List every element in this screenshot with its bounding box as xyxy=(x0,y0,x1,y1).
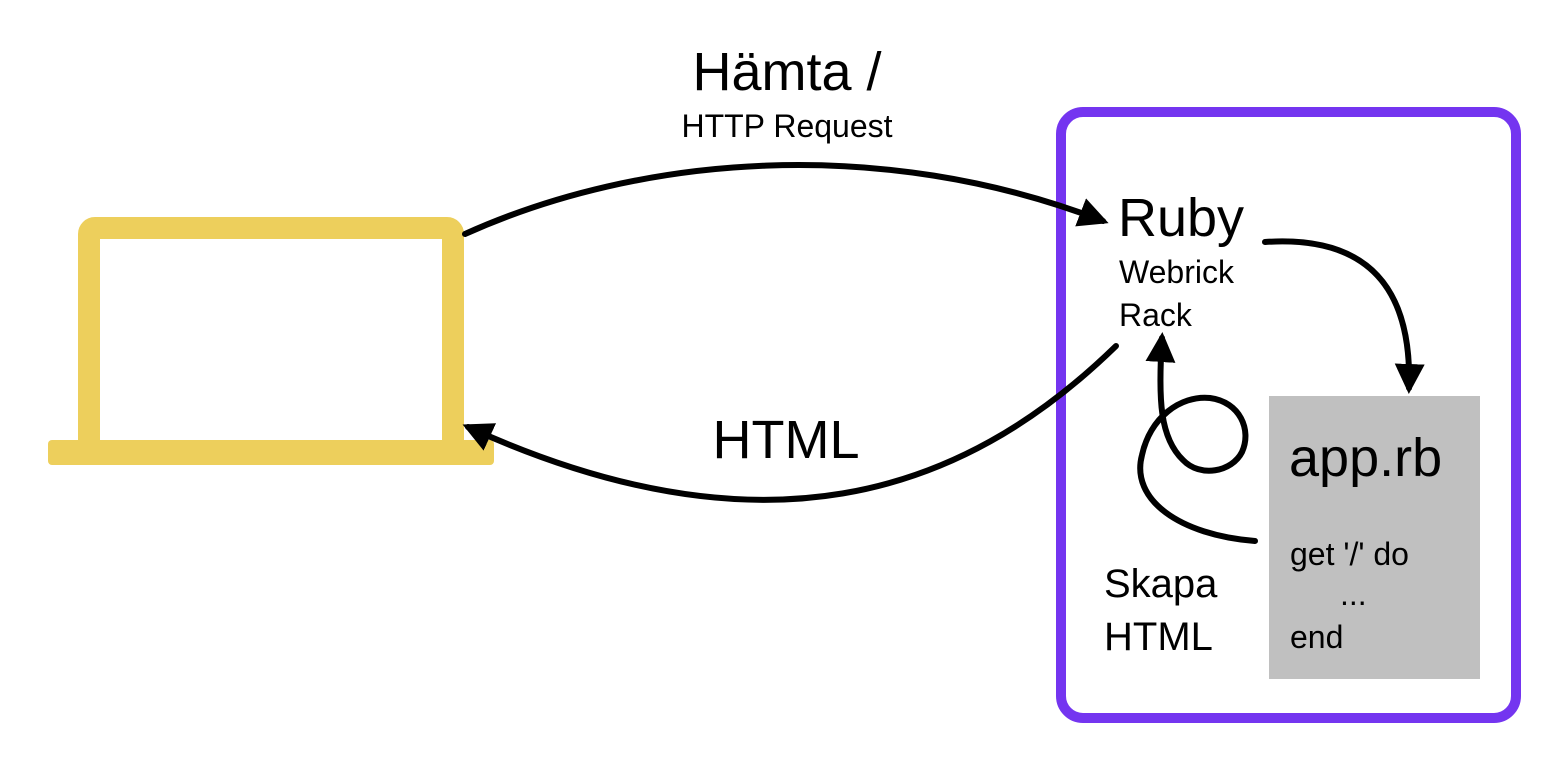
request-arrow xyxy=(462,162,1109,237)
laptop-base xyxy=(48,440,494,465)
render-loop-arrow xyxy=(1137,332,1258,544)
response-arrow xyxy=(462,343,1119,503)
response-label: HTML xyxy=(713,410,860,470)
render-line1: Skapa xyxy=(1104,562,1218,606)
render-line2: HTML xyxy=(1104,615,1213,659)
server-line2: Rack xyxy=(1119,297,1193,333)
laptop-icon xyxy=(48,217,494,465)
app-code-line3: end xyxy=(1290,619,1343,655)
app-code-line2: ... xyxy=(1340,576,1367,612)
app-file-name: app.rb xyxy=(1289,428,1442,488)
dispatch-arrow xyxy=(1262,238,1425,394)
server-line1: Webrick xyxy=(1119,254,1235,290)
request-subtitle: HTTP Request xyxy=(681,108,892,144)
app-code-line1: get '/' do xyxy=(1290,536,1409,572)
laptop-screen xyxy=(78,217,464,463)
app-file-box xyxy=(1269,396,1480,679)
server-title: Ruby xyxy=(1118,188,1244,248)
server-box xyxy=(1056,107,1521,723)
request-title: Hämta / xyxy=(692,42,881,102)
